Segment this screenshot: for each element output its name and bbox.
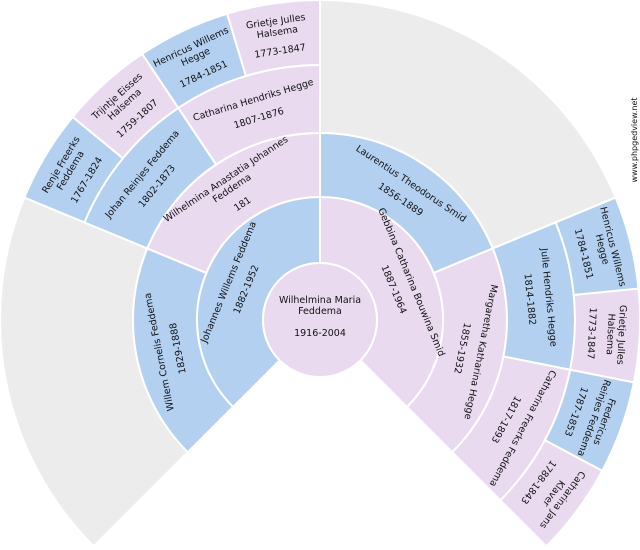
root-name: Wilhelmina Maria [279,295,361,306]
watermark[interactable]: www.phpgedview.net [630,97,639,182]
root-name: Feddema [298,306,342,317]
ancestor-name: Grietje Julles [614,305,628,365]
ancestor-dates: 1814-1882 [521,273,537,326]
ancestor-sector[interactable] [225,0,321,78]
root-dates: 1916-2004 [294,328,346,339]
ancestor-sector[interactable] [498,438,604,548]
ancestor-dates: 1773-1847 [584,307,598,359]
ancestor-name: Halsema [604,313,617,355]
root-person-circle[interactable] [262,262,378,378]
